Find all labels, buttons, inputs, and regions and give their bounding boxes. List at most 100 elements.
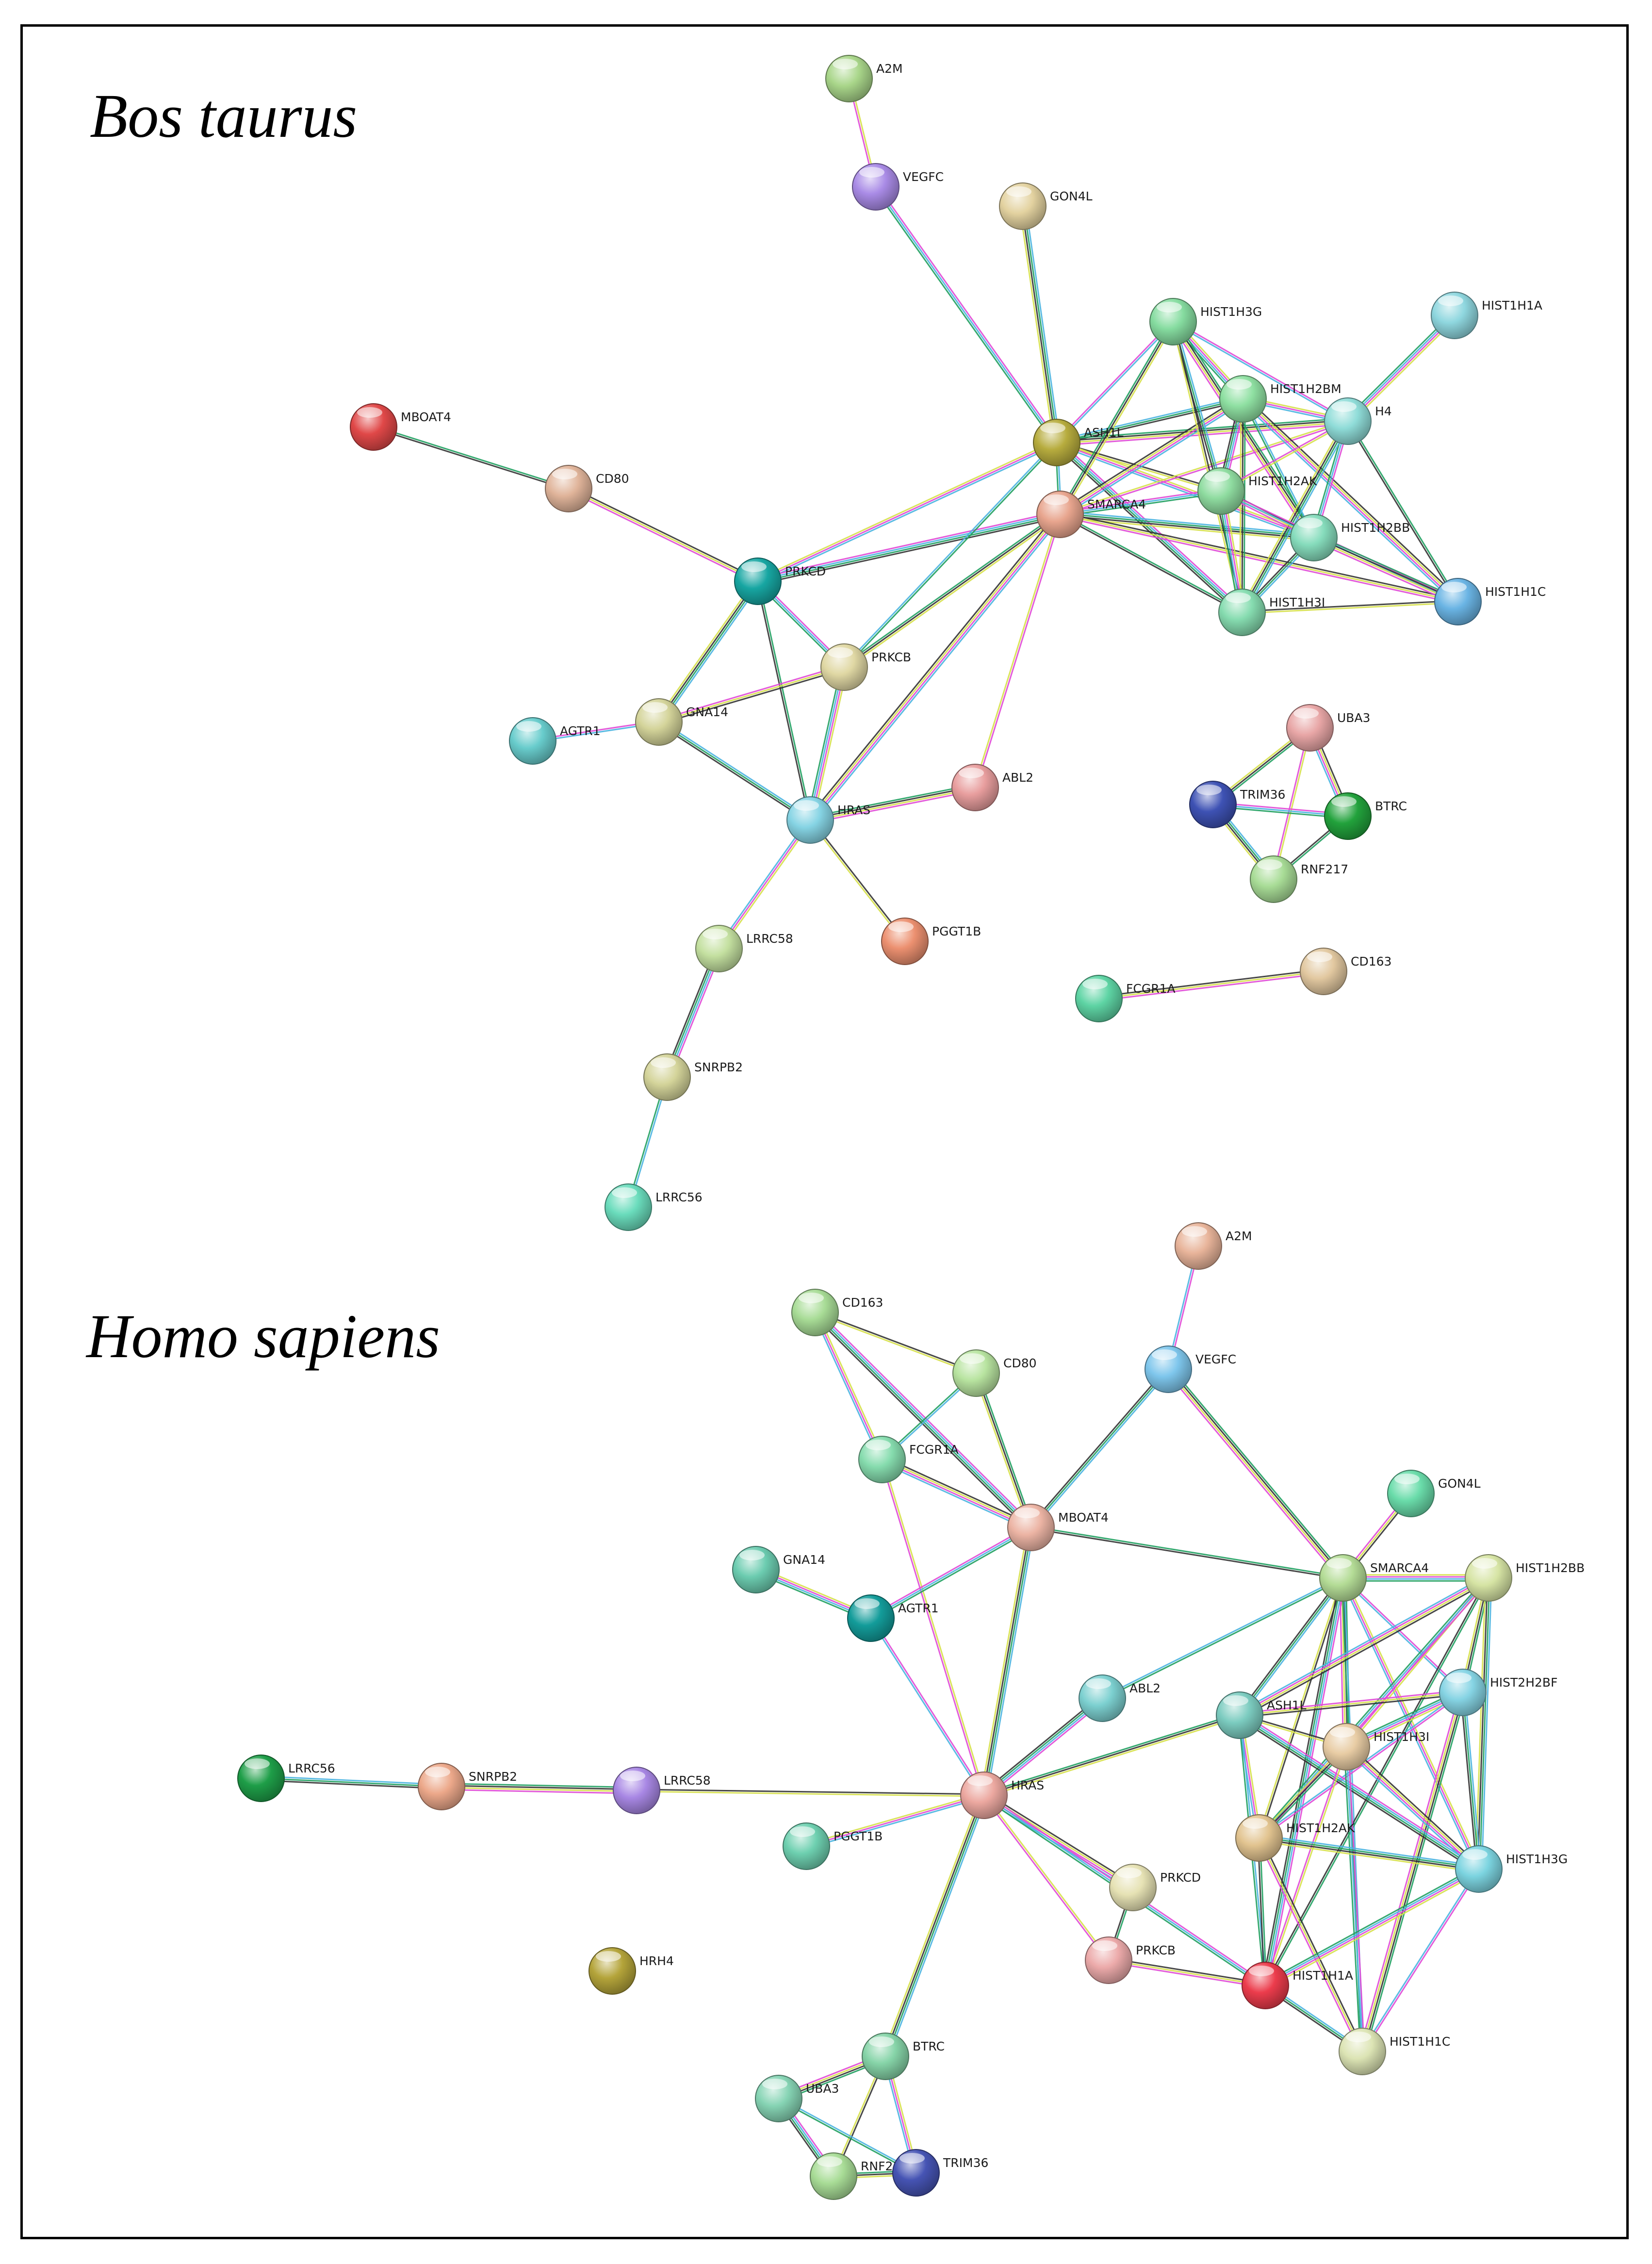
- node-highlight: [1297, 518, 1323, 528]
- node-hist1h3i[interactable]: HIST1H3I: [1323, 1723, 1429, 1771]
- node-abl2[interactable]: ABL2: [951, 764, 1033, 811]
- edge-smarca4-h4: [1059, 419, 1349, 516]
- node-cd80[interactable]: CD80: [952, 1349, 1037, 1397]
- node-lrrc56[interactable]: LRRC56: [237, 1755, 335, 1802]
- node-hist1h1c[interactable]: HIST1H1C: [1339, 2028, 1450, 2075]
- edge-agtr1-mboat4: [869, 1525, 1032, 1621]
- edge-gon4l-ash1l: [1019, 205, 1061, 443]
- node-hras[interactable]: HRAS: [786, 796, 870, 844]
- node-lrrc58[interactable]: LRRC58: [695, 925, 793, 972]
- node-label: CD163: [1351, 954, 1391, 968]
- node-label: LRRC58: [746, 932, 793, 946]
- node-hist1h3g[interactable]: HIST1H3G: [1455, 1845, 1568, 1893]
- node-gna14[interactable]: GNA14: [635, 698, 728, 746]
- node-hist1h1a[interactable]: HIST1H1A: [1431, 292, 1542, 339]
- edge-abl2-smarca4: [1101, 1576, 1344, 1700]
- node-cd163[interactable]: CD163: [791, 1289, 883, 1336]
- node-hist1h1a[interactable]: HIST1H1A: [1242, 1962, 1353, 2009]
- node-h4[interactable]: H4: [1324, 397, 1392, 445]
- edge-smarca4-hist2h2bf: [1341, 1576, 1464, 1694]
- node-prkcd[interactable]: PRKCD: [734, 558, 826, 605]
- node-cd80[interactable]: CD80: [545, 465, 629, 512]
- edge-hist1h2ak-hist1h1a: [1257, 1837, 1267, 1986]
- node-hrh4[interactable]: HRH4: [589, 1947, 674, 1995]
- node-agtr1[interactable]: AGTR1: [509, 717, 601, 765]
- node-snrpb2[interactable]: SNRPB2: [418, 1763, 517, 1810]
- node-agtr1[interactable]: AGTR1: [847, 1594, 939, 1642]
- node-hist1h2ak[interactable]: HIST1H2AK: [1235, 1814, 1355, 1862]
- edge-h4-hist1h2ak: [1220, 419, 1349, 493]
- node-uba3[interactable]: UBA3: [1286, 704, 1370, 752]
- node-btrc[interactable]: BTRC: [862, 2033, 945, 2080]
- node-mboat4[interactable]: MBOAT4: [350, 403, 451, 451]
- node-gon4l[interactable]: GON4L: [999, 182, 1093, 230]
- node-hist1h3g[interactable]: HIST1H3G: [1149, 298, 1262, 345]
- node-highlight: [1346, 2032, 1371, 2042]
- edge-smarca4-ash1l: [1237, 1576, 1345, 1717]
- node-hist1h3i[interactable]: HIST1H3I: [1218, 589, 1325, 636]
- node-label: A2M: [1226, 1229, 1252, 1243]
- node-hist1h2bb[interactable]: HIST1H2BB: [1290, 514, 1410, 561]
- node-mboat4[interactable]: MBOAT4: [1007, 1504, 1109, 1551]
- node-hist1h2bb[interactable]: HIST1H2BB: [1465, 1554, 1585, 1602]
- node-highlight: [1227, 379, 1252, 390]
- node-highlight: [900, 2153, 925, 2164]
- node-snrpb2[interactable]: SNRPB2: [643, 1053, 743, 1101]
- node-hras[interactable]: HRAS: [960, 1772, 1044, 1819]
- node-vegfc[interactable]: VEGFC: [852, 163, 944, 211]
- node-highlight: [425, 1767, 450, 1777]
- node-trim36[interactable]: TRIM36: [1189, 781, 1285, 828]
- node-label: HIST1H3I: [1374, 1730, 1429, 1744]
- node-highlight: [1330, 1727, 1355, 1738]
- node-highlight: [1331, 796, 1357, 807]
- node-hist2h2bf[interactable]: HIST2H2BF: [1439, 1669, 1557, 1716]
- node-btrc[interactable]: BTRC: [1324, 792, 1407, 840]
- node-highlight: [1116, 1868, 1142, 1878]
- node-label: HRAS: [1011, 1778, 1044, 1792]
- node-label: ASH1L: [1084, 426, 1124, 440]
- node-gon4l[interactable]: GON4L: [1387, 1470, 1481, 1517]
- node-a2m[interactable]: A2M: [825, 55, 903, 102]
- node-rnf217[interactable]: RNF217: [1250, 855, 1348, 903]
- node-gna14[interactable]: GNA14: [732, 1546, 825, 1593]
- node-highlight: [357, 407, 382, 418]
- edge-prkcb-gna14: [658, 664, 845, 725]
- node-smarca4[interactable]: SMARCA4: [1036, 491, 1146, 538]
- figure-frame: [20, 24, 1629, 2239]
- edge-fcgr1a-cd163: [1098, 968, 1324, 1001]
- node-lrrc56[interactable]: LRRC56: [605, 1183, 703, 1231]
- node-vegfc[interactable]: VEGFC: [1145, 1345, 1236, 1393]
- node-highlight: [1182, 1226, 1207, 1237]
- node-pggt1b[interactable]: PGGT1B: [783, 1822, 883, 1870]
- node-hist1h2ak[interactable]: HIST1H2AK: [1197, 467, 1317, 515]
- node-fcgr1a[interactable]: FCGR1A: [858, 1436, 959, 1483]
- node-smarca4[interactable]: SMARCA4: [1319, 1554, 1429, 1602]
- node-trim36[interactable]: TRIM36: [892, 2149, 988, 2197]
- node-prkcb[interactable]: PRKCB: [820, 643, 911, 691]
- node-fcgr1a[interactable]: FCGR1A: [1075, 975, 1176, 1022]
- node-label: UBA3: [1337, 711, 1370, 725]
- node-label: SNRPB2: [694, 1060, 743, 1074]
- node-cd163[interactable]: CD163: [1300, 948, 1391, 995]
- node-label: HIST1H2BB: [1341, 521, 1410, 535]
- edge-prkcb-ash1l: [843, 441, 1058, 669]
- node-hist1h1c[interactable]: HIST1H1C: [1434, 578, 1546, 625]
- node-hist1h2bm[interactable]: HIST1H2BM: [1219, 375, 1341, 423]
- node-ash1l[interactable]: ASH1L: [1033, 419, 1124, 466]
- node-ash1l[interactable]: ASH1L: [1216, 1691, 1307, 1739]
- node-highlight: [741, 561, 767, 572]
- node-a2m[interactable]: A2M: [1175, 1222, 1252, 1270]
- node-highlight: [642, 702, 668, 713]
- node-abl2[interactable]: ABL2: [1079, 1674, 1161, 1722]
- node-prkcb[interactable]: PRKCB: [1085, 1936, 1176, 1984]
- node-pggt1b[interactable]: PGGT1B: [881, 918, 981, 965]
- node-uba3[interactable]: UBA3: [755, 2075, 839, 2122]
- node-prkcd[interactable]: PRKCD: [1109, 1864, 1201, 1911]
- node-highlight: [817, 2156, 842, 2167]
- edge-abl2-hras: [981, 1695, 1105, 1799]
- node-highlight: [1293, 708, 1319, 719]
- edge-abl2-smarca4: [973, 513, 1062, 788]
- node-lrrc58[interactable]: LRRC58: [613, 1767, 711, 1814]
- node-highlight: [1226, 592, 1251, 603]
